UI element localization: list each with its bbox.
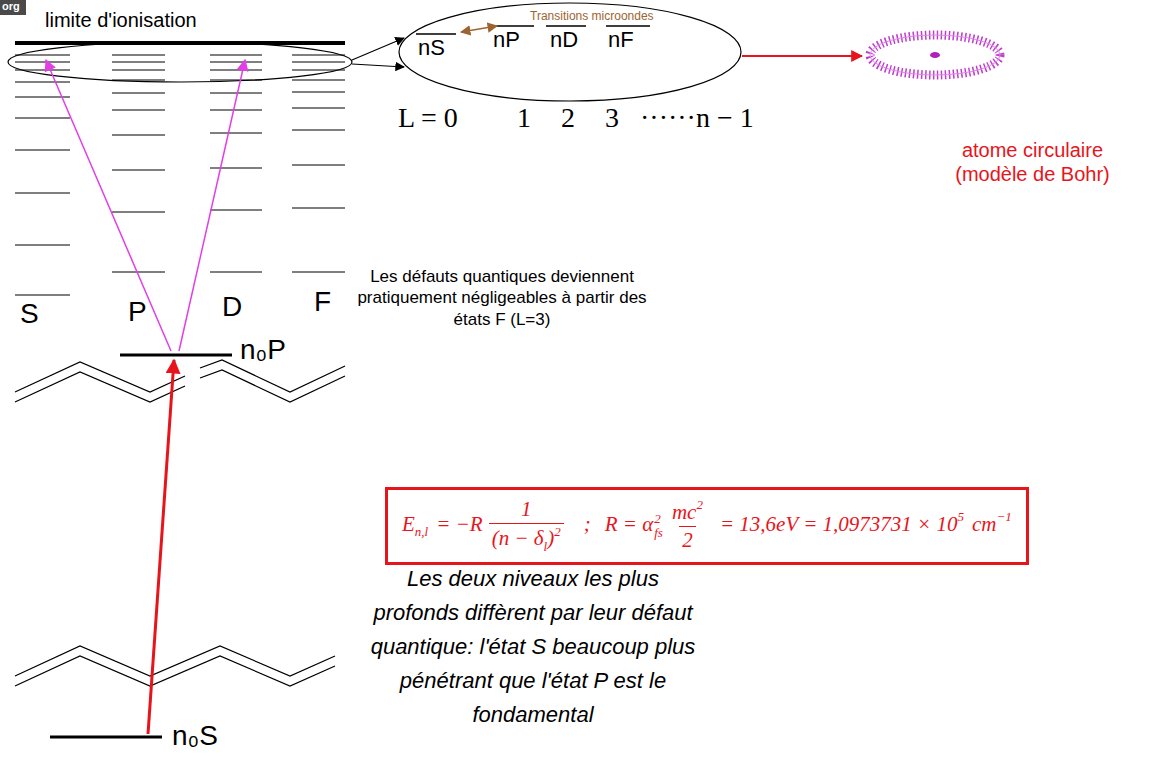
note: Les deux niveaux les plus profonds diffè… [371,566,696,727]
note-holder: Les défauts quantiques deviennent pratiq… [352,266,652,330]
transition-label: Transitions microondes [530,9,654,23]
nucleus [930,52,940,58]
circular-atom: atome circulaire (modèle de Bohr) [862,10,1112,210]
formula-term: 2 [654,512,663,526]
s-levels [15,55,70,295]
l-quantum-number: 1 [517,102,531,133]
axis-break [15,646,335,686]
note-holder: Les deux niveaux les plus profonds diffè… [366,562,700,732]
level-label: n₀P [240,334,286,365]
p-levels [112,55,165,272]
numerator: mc2 [669,497,706,525]
formula-term: ) [547,526,554,550]
formula-term: = 13,6eV = 1,0973731 × 10 [720,512,958,536]
formula-term: 2 [696,497,703,512]
ionization-label: limite d'ionisation [45,9,197,31]
ellipse-outline-shape [399,3,741,101]
formula-term: 5 [958,509,965,524]
series-label-holder: P [128,298,147,326]
formula-line: En,l= −R1(n − δl)2;R = α2fsmc22= 13,6eV … [402,496,1012,556]
formula-term: = −R [436,512,482,536]
note: Les défauts quantiques deviennent pratiq… [357,267,646,329]
level-label-holder: nP [493,29,520,51]
level-label-holder: nS [418,37,445,59]
axis-break [15,362,185,402]
f-levels [292,55,345,272]
level-label: nD [550,27,578,52]
level-label-holder: nD [550,29,578,51]
fraction: 1(n − δl)2 [489,496,564,556]
formula-term: R = α [605,512,654,536]
axis-break [200,360,345,402]
level-label: nS [418,35,445,60]
series-label-holder: S [20,300,39,328]
l-quantum-number: 3 [605,102,619,133]
level-label-holder: n₀S [172,722,218,750]
formula-term: (n − δ [492,526,544,550]
watermark-holder: org [2,1,20,12]
l-quantum-number-holder: 1 [517,104,531,132]
circular-orbit [870,35,1000,75]
excitation-arrow [148,360,174,734]
rydberg-region-ellipse [8,42,352,82]
index-stack: 2fs [654,512,663,539]
formula-term: fs [654,526,663,540]
n0s-level [50,736,162,739]
atom-caption: atome circulaire (modèle de Bohr) [955,139,1110,185]
formula-term: −1 [997,509,1012,524]
l-quantum-number: 2 [561,102,575,133]
formula-term: l [544,539,548,554]
n0p-level [120,354,232,357]
l-quantum-number-holder: ······n − 1 [640,104,754,132]
formula-term: 2 [682,528,693,552]
zoom-arrow [352,64,404,67]
denominator: 2 [679,526,696,554]
formula-term: cm [972,512,997,536]
excitation-arrow [179,60,245,351]
level-label: n₀S [172,720,218,751]
fraction: mc22 [669,497,706,554]
d-levels [210,55,262,272]
series-label: F [314,286,331,317]
series-label-holder: F [314,288,331,316]
numerator: 1 [518,496,535,523]
l-quantum-number-holder: L = 0 [398,104,458,132]
microwave-transition [461,26,497,32]
zoom-arrow [352,38,404,60]
level-label-holder: nF [608,29,634,51]
excitation-arrow [46,60,171,351]
series-label: S [20,298,39,329]
series-label-holder: D [222,293,242,321]
level-label: nF [608,27,634,52]
l-quantum-number: L = 0 [398,102,458,133]
l-quantum-number: ······n − 1 [640,102,754,133]
formula-term: n,l [415,524,428,539]
formula-term: mc [672,500,697,524]
rydberg-levels-ellipse: Transitions microondes nS nP nD nF [398,2,742,102]
watermark: org [2,0,20,12]
l-quantum-number-holder: 3 [605,104,619,132]
transition-label-holder: Transitions microondes [530,10,654,22]
formula-term: ; [584,512,591,536]
series-label: P [128,296,147,327]
level-label: nP [493,27,520,52]
formula-term: 1 [521,497,532,521]
atom-caption-holder: atome circulaire (modèle de Bohr) [950,138,1115,186]
denominator: (n − δl)2 [489,523,564,555]
level-label-holder: n₀P [240,336,286,364]
series-label: D [222,291,242,322]
ionization-label-holder: limite d'ionisation [45,10,197,30]
connector-arrow [742,55,862,57]
formula-box: En,l= −R1(n − δl)2;R = α2fsmc22= 13,6eV … [385,487,1029,565]
circular-orbit-core [870,35,1000,75]
watermark-patch [0,0,26,15]
l-quantum-number-holder: 2 [561,104,575,132]
formula-term: 2 [554,524,561,539]
formula-term: E [402,512,415,536]
